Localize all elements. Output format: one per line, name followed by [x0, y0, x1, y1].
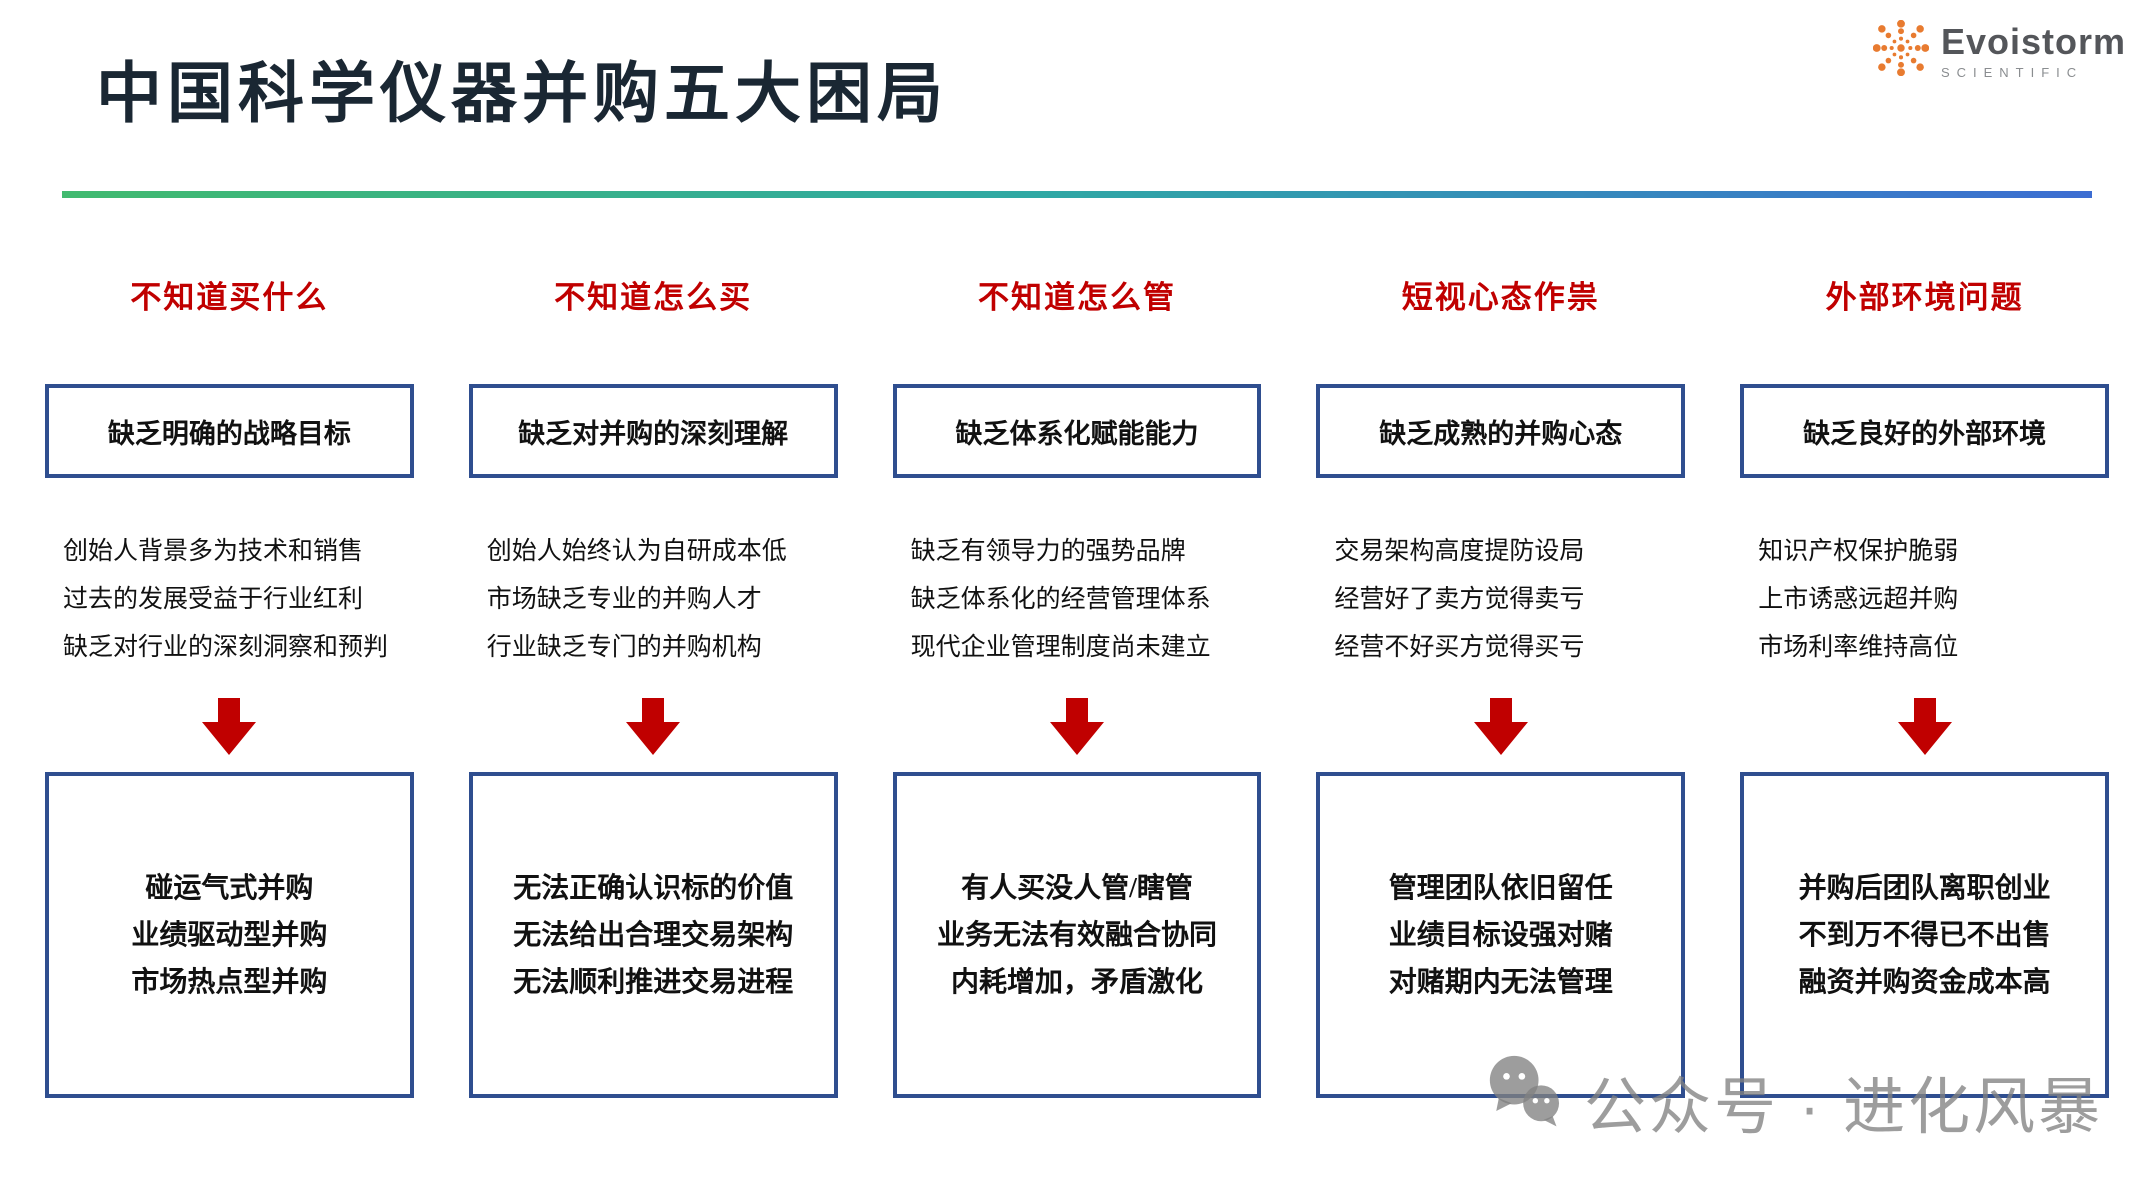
down-arrow-icon [45, 698, 414, 756]
detail-line: 缺乏体系化的经营管理体系 [910, 586, 1211, 613]
cause-box: 缺乏体系化赋能能力 [892, 384, 1262, 478]
result-line: 碰运气式并购 [145, 872, 314, 904]
starburst-logo-icon [1872, 19, 1930, 81]
result-line: 市场热点型并购 [131, 966, 328, 998]
detail-line: 缺乏对行业的深刻洞察和预判 [63, 634, 389, 661]
down-arrow-icon [1740, 698, 2109, 756]
detail-line: 交易架构高度提防设局 [1334, 538, 1585, 565]
detail-list: 交易架构高度提防设局 经营好了卖方觉得卖亏 经营不好买方觉得买亏 [1316, 528, 1685, 674]
result-box: 并购后团队离职创业 不到万不得已不出售 融资并购资金成本高 [1740, 772, 2109, 1098]
detail-line: 经营好了卖方觉得卖亏 [1334, 586, 1585, 613]
detail-line: 知识产权保护脆弱 [1758, 538, 1959, 565]
column-header: 不知道怎么买 [554, 280, 753, 315]
result-line: 无法给出合理交易架构 [513, 919, 794, 951]
detail-line: 行业缺乏专门的并购机构 [486, 634, 762, 661]
result-box: 管理团队依旧留任 业绩目标设强对赌 对赌期内无法管理 [1316, 772, 1686, 1098]
detail-line: 缺乏有领导力的强势品牌 [910, 538, 1186, 565]
cause-box: 缺乏良好的外部环境 [1740, 384, 2109, 478]
detail-list: 缺乏有领导力的强势品牌 缺乏体系化的经营管理体系 现代企业管理制度尚未建立 [893, 528, 1262, 674]
detail-list: 创始人始终认为自研成本低 市场缺乏专业的并购人才 行业缺乏专门的并购机构 [469, 528, 838, 674]
result-line: 并购后团队离职创业 [1798, 872, 2051, 904]
cause-box: 缺乏明确的战略目标 [45, 384, 414, 478]
detail-line: 创始人背景多为技术和销售 [63, 538, 364, 565]
result-line: 不到万不得已不出售 [1798, 919, 2051, 951]
pillar-column-3: 不知道怎么管 缺乏体系化赋能能力 缺乏有领导力的强势品牌 缺乏体系化的经营管理体… [892, 272, 1262, 1098]
detail-line: 经营不好买方觉得买亏 [1334, 634, 1585, 661]
result-line: 内耗增加，矛盾激化 [950, 966, 1203, 998]
result-line: 无法正确认识标的价值 [513, 872, 794, 904]
down-arrow-icon [1316, 698, 1685, 756]
detail-line: 市场利率维持高位 [1758, 634, 1959, 661]
cause-box: 缺乏成熟的并购心态 [1316, 384, 1686, 478]
logo-brand-text: Evoistorm [1940, 21, 2126, 62]
result-line: 业务无法有效融合协同 [936, 919, 1217, 951]
down-arrow-icon [469, 698, 838, 756]
detail-line: 过去的发展受益于行业红利 [63, 586, 364, 613]
pillar-column-1: 不知道买什么 缺乏明确的战略目标 创始人背景多为技术和销售 过去的发展受益于行业… [45, 272, 414, 1098]
pillar-column-5: 外部环境问题 缺乏良好的外部环境 知识产权保护脆弱 上市诱惑远超并购 市场利率维… [1740, 272, 2109, 1098]
watermark-text: 公众号 · 进化风暴 [1584, 1072, 2104, 1142]
detail-list: 创始人背景多为技术和销售 过去的发展受益于行业红利 缺乏对行业的深刻洞察和预判 [45, 528, 414, 674]
column-header: 短视心态作祟 [1401, 280, 1600, 315]
logo-subtitle-text: SCIENTIFIC [1940, 65, 2084, 80]
pillar-column-2: 不知道怎么买 缺乏对并购的深刻理解 创始人始终认为自研成本低 市场缺乏专业的并购… [468, 272, 838, 1098]
detail-list: 知识产权保护脆弱 上市诱惑远超并购 市场利率维持高位 [1740, 528, 2109, 674]
column-header: 不知道买什么 [130, 280, 329, 315]
detail-line: 创始人始终认为自研成本低 [486, 538, 787, 565]
result-line: 无法顺利推进交易进程 [513, 966, 794, 998]
pillar-column-4: 短视心态作祟 缺乏成熟的并购心态 交易架构高度提防设局 经营好了卖方觉得卖亏 经… [1316, 272, 1686, 1098]
detail-line: 上市诱惑远超并购 [1758, 586, 1959, 613]
result-line: 融资并购资金成本高 [1798, 966, 2051, 998]
detail-line: 现代企业管理制度尚未建立 [910, 634, 1211, 661]
column-header: 外部环境问题 [1825, 280, 2024, 315]
result-line: 业绩目标设强对赌 [1388, 919, 1613, 951]
company-logo: Evoistorm SCIENTIFIC [1872, 19, 2126, 81]
result-line: 管理团队依旧留任 [1388, 872, 1613, 904]
column-header: 不知道怎么管 [977, 280, 1176, 315]
page-title: 中国科学仪器并购五大困局 [96, 58, 948, 131]
logo-wordmark: Evoistorm SCIENTIFIC [1941, 21, 2126, 80]
cause-box: 缺乏对并购的深刻理解 [468, 384, 838, 478]
title-underline [62, 191, 2092, 198]
result-box: 碰运气式并购 业绩驱动型并购 市场热点型并购 [45, 772, 414, 1098]
result-line: 对赌期内无法管理 [1388, 966, 1613, 998]
result-line: 有人买没人管/瞎管 [961, 872, 1193, 904]
result-box: 无法正确认识标的价值 无法给出合理交易架构 无法顺利推进交易进程 [468, 772, 838, 1098]
down-arrow-icon [893, 698, 1262, 756]
wechat-icon [1486, 1052, 1568, 1149]
watermark: 公众号 · 进化风暴 [1486, 1052, 2103, 1149]
result-box: 有人买没人管/瞎管 业务无法有效融合协同 内耗增加，矛盾激化 [892, 772, 1262, 1098]
detail-line: 市场缺乏专业的并购人才 [486, 586, 762, 613]
pillar-columns: 不知道买什么 缺乏明确的战略目标 创始人背景多为技术和销售 过去的发展受益于行业… [45, 272, 2109, 1098]
result-line: 业绩驱动型并购 [131, 919, 328, 951]
